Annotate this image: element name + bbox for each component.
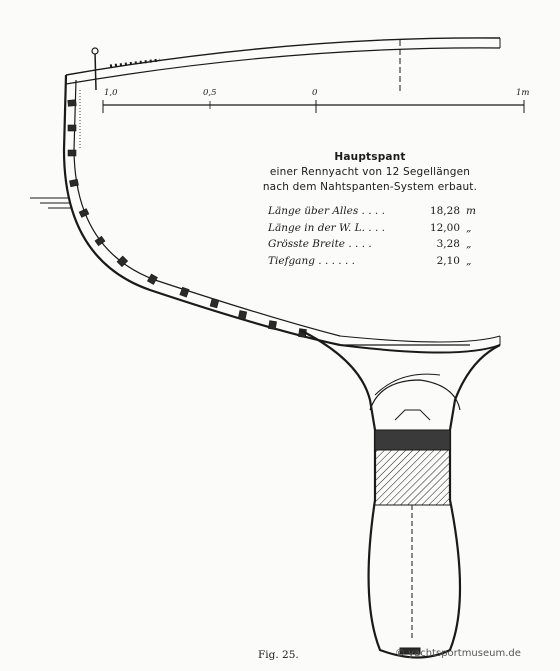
stanchion bbox=[91, 47, 99, 91]
spec-unit: m bbox=[466, 205, 476, 217]
title-line-2: einer Rennyacht von 12 Segellängen bbox=[269, 166, 471, 178]
title-line-1: Hauptspant bbox=[334, 151, 406, 163]
spec-value: 2,10 bbox=[436, 254, 460, 267]
spec-label: Grösste Breite . . . . bbox=[268, 238, 372, 250]
figure-label: Fig. 25. bbox=[258, 649, 299, 661]
spec-value: 3,28 bbox=[436, 238, 460, 250]
spec-label: Länge über Alles . . . . bbox=[268, 205, 385, 217]
frames bbox=[67, 99, 307, 338]
spec-value: 12,00 bbox=[429, 221, 460, 234]
waterline-marks bbox=[30, 197, 72, 209]
spec-row: Tiefgang . . . . . . 2,10 „ bbox=[268, 253, 486, 270]
scale-label-0-5: 0,5 bbox=[203, 88, 217, 98]
spec-unit: „ bbox=[466, 221, 472, 234]
scale-bar bbox=[102, 100, 525, 113]
specifications-table: Länge über Alles . . . . 18,28 m Länge i… bbox=[268, 203, 486, 269]
spec-label: Tiefgang . . . . . . bbox=[268, 254, 355, 267]
spec-label: Länge in der W. L. . . . bbox=[268, 221, 385, 234]
spec-row: Länge in der W. L. . . . 12,00 „ bbox=[268, 220, 486, 237]
watermark: © yachtsportmuseum.de bbox=[395, 648, 521, 659]
keel-fin bbox=[299, 329, 501, 659]
spec-row: Länge über Alles . . . . 18,28 m bbox=[268, 203, 486, 220]
spec-unit: „ bbox=[466, 254, 472, 267]
spec-value: 18,28 bbox=[429, 205, 460, 217]
title-block: Hauptspant einer Rennyacht von 12 Segell… bbox=[240, 150, 500, 195]
scale-label-1-0: 1,0 bbox=[104, 88, 118, 98]
spec-unit: „ bbox=[466, 238, 472, 250]
deck bbox=[65, 37, 501, 92]
scale-label-0: 0 bbox=[312, 88, 318, 98]
spec-row: Grösste Breite . . . . 3,28 „ bbox=[268, 236, 486, 253]
scale-label-1m: 1m bbox=[516, 88, 530, 98]
title-line-3: nach dem Nahtspanten-System erbaut. bbox=[262, 181, 478, 193]
hull-planking bbox=[62, 74, 501, 354]
